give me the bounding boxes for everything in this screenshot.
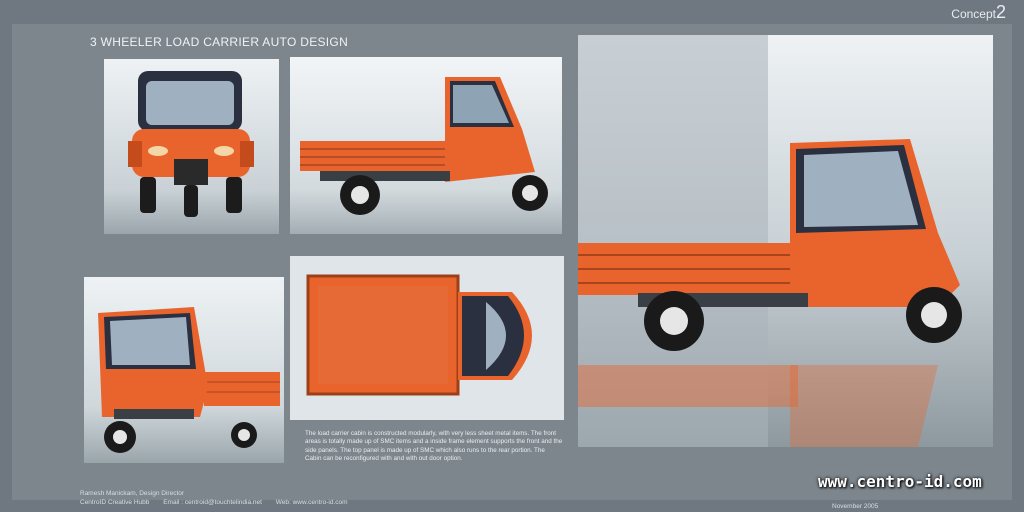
side-view-render: [290, 57, 562, 234]
concept-label: Concept2: [951, 2, 1006, 23]
watermark-url: www.centro-id.com: [818, 472, 982, 491]
page-title: 3 WHEELER LOAD CARRIER AUTO DESIGN: [90, 35, 349, 49]
hero-view-render: [578, 35, 993, 447]
concept-text: Concept: [951, 7, 996, 21]
front-view-render: [104, 59, 279, 234]
web-contact: Web: www.centro-id.com: [275, 498, 348, 506]
concept-number: 2: [995, 2, 1006, 22]
studio-name: CentroID Creative Hubb: [80, 498, 150, 506]
email-contact: Email : centroid@touchtelindia.net: [163, 498, 262, 506]
date-label: November 2005: [832, 503, 879, 510]
top-view-render: [290, 256, 564, 420]
design-description: The load carrier cabin is constructed mo…: [305, 430, 563, 463]
author-credit: Ramesh Manickam, Design Director: [80, 490, 185, 497]
footer-credits: Ramesh Manickam, Design Director CentroI…: [80, 490, 360, 507]
three-quarter-view-render: [84, 277, 284, 463]
